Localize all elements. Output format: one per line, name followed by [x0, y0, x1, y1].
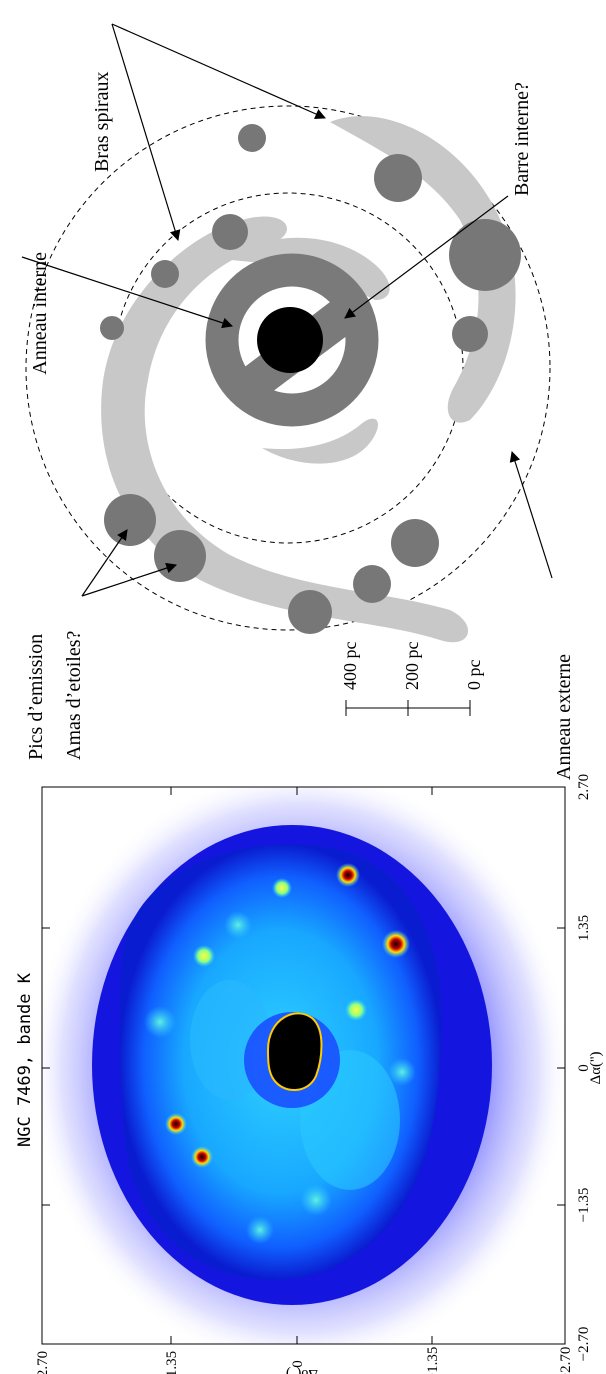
label-anneau-interne: Anneau interne — [29, 252, 51, 375]
arrow-pics-2 — [81, 562, 178, 597]
x-tick-label: 2.70 — [576, 774, 592, 800]
knot — [353, 565, 391, 603]
arrow-pics-1 — [81, 529, 128, 597]
arrow-bras-spiraux-2 — [111, 23, 326, 120]
x-axis-ticks — [42, 786, 565, 1345]
y-tick-label: 2.70 — [35, 1351, 51, 1374]
y-tick-label: 0 — [290, 1360, 306, 1368]
nucleus — [257, 307, 323, 373]
knot — [154, 530, 206, 582]
image-title: NGC 7469, bande K — [15, 972, 35, 1147]
knot — [238, 124, 266, 152]
label-pics-emission: Pics d’emission — [25, 634, 47, 760]
spiral-arm-4 — [262, 418, 379, 464]
label-amas-etoiles: Amas d’etoiles? — [63, 630, 85, 760]
x-tick-label: 0 — [576, 1064, 592, 1072]
y-tick-label: −1.35 — [425, 1347, 441, 1374]
arrow-anneau-externe — [509, 450, 553, 579]
scale-label-0: 0 pc — [464, 660, 484, 691]
y-tick-label: 1.35 — [164, 1351, 180, 1374]
arrow-bras-spiraux-1 — [111, 23, 181, 242]
spiral-arm-1 — [330, 116, 516, 423]
label-bras-spiraux: Bras spiraux — [91, 71, 113, 172]
y-axis-label: Δδ('') — [286, 1366, 318, 1374]
x-tick-label: 1.35 — [576, 915, 592, 941]
knot — [151, 260, 179, 288]
y-tick-label: −2.70 — [558, 1347, 574, 1374]
x-tick-label: −2.70 — [576, 1327, 592, 1362]
hot-spot — [336, 863, 360, 887]
knot — [288, 590, 332, 634]
schematic-diagram: Anneau interne Bras spiraux Barre intern… — [21, 23, 575, 780]
knot — [212, 214, 248, 250]
knot — [391, 519, 439, 567]
hot-spot — [165, 1113, 187, 1135]
x-axis-label: Δα('') — [588, 1052, 604, 1085]
galaxy-image — [42, 787, 565, 1344]
arrow-barre-interne — [344, 195, 509, 319]
arrow-anneau-interne — [21, 256, 234, 329]
y-axis-ticks — [41, 787, 566, 1344]
knot — [449, 219, 521, 291]
label-barre-interne: Barre interne? — [511, 82, 533, 196]
outer-dashed-circle — [25, 105, 551, 631]
hot-spot — [382, 930, 410, 958]
knot — [452, 316, 488, 352]
x-tick-label: −1.35 — [576, 1188, 592, 1223]
scale-label-400: 400 pc — [340, 642, 360, 691]
hot-spot — [191, 1146, 213, 1168]
scale-bar: 400 pc 200 pc 0 pc — [340, 642, 484, 716]
label-anneau-externe: Anneau externe — [553, 654, 575, 780]
image-panel: −2.70 −1.35 0 1.35 2.70 2.70 1.35 0 −1.3… — [15, 774, 604, 1374]
knot — [100, 316, 124, 340]
scale-label-200: 200 pc — [402, 642, 422, 691]
image-frame — [41, 786, 566, 1345]
image-nucleus — [266, 1012, 323, 1091]
knot — [104, 494, 156, 546]
knot — [374, 154, 422, 202]
inner-ring — [205, 253, 379, 427]
